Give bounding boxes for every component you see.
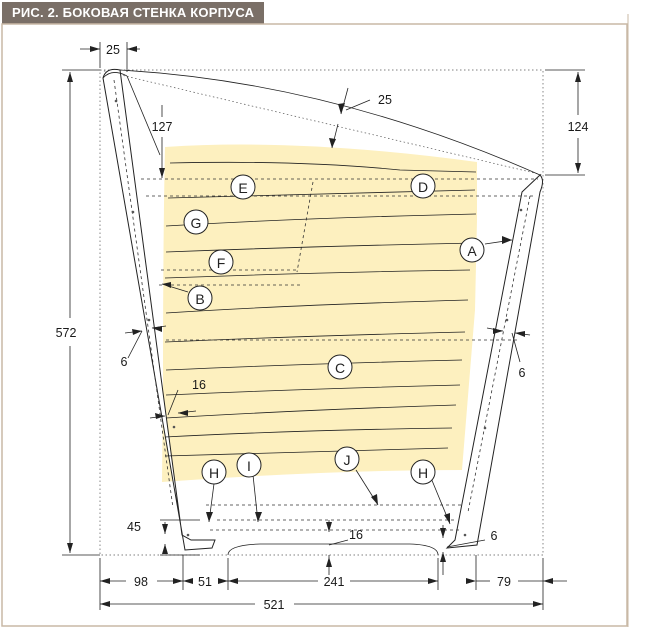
svg-text:J: J: [344, 452, 351, 468]
right-leg: [445, 174, 543, 549]
dim-right-drop: 124: [568, 120, 589, 134]
dim-bottom-height: 45: [127, 520, 141, 534]
dim-top-offset: 25: [106, 43, 120, 57]
dim-middle-span: 241: [324, 575, 345, 589]
svg-text:D: D: [418, 179, 428, 195]
dim-bottom-panel: 6: [491, 529, 498, 543]
dim-right-offset: 79: [497, 575, 511, 589]
svg-text:A: A: [467, 243, 477, 259]
left-leg-dash: [113, 79, 174, 509]
bounding-dots: [99, 69, 544, 556]
infill-area: [162, 144, 477, 482]
bottom-arc: [227, 543, 439, 556]
svg-text:G: G: [191, 215, 202, 231]
dim-edge-gap: 16: [192, 378, 206, 392]
dim-top-drop: 127: [152, 120, 173, 134]
svg-text:H: H: [418, 465, 428, 481]
callouts: A B C D E F G H I J H: [183, 173, 485, 485]
callout-F: F: [208, 249, 234, 275]
arm-inner: [126, 75, 161, 156]
svg-text:I: I: [247, 458, 251, 474]
dim-leg-left: 51: [198, 575, 212, 589]
top-arc: [119, 69, 541, 176]
callout-D: D: [410, 173, 436, 199]
callout-J: J: [334, 446, 360, 472]
left-leg: [102, 68, 216, 551]
top-arc-corner: [102, 72, 128, 79]
screw-holes: [114, 99, 523, 537]
svg-text:H: H: [209, 465, 219, 481]
svg-text:E: E: [238, 180, 247, 196]
callout-C: C: [327, 354, 353, 380]
callout-H-right: H: [410, 459, 436, 485]
callout-A: A: [459, 237, 485, 263]
arrowheads: [67, 46, 581, 607]
dim-arm-thickness: 25: [378, 93, 392, 107]
svg-text:B: B: [195, 291, 204, 307]
dim-total-width: 521: [264, 598, 285, 612]
figure-title: РИС. 2. БОКОВАЯ СТЕНКА КОРПУСА: [2, 2, 265, 24]
callout-B: B: [187, 285, 213, 311]
svg-text:F: F: [217, 255, 226, 271]
callout-E: E: [230, 174, 256, 200]
dim-left-offset: 98: [134, 575, 148, 589]
callout-H-left: H: [201, 459, 227, 485]
callout-I: I: [236, 452, 262, 478]
dim-panel-thickness-right: 6: [519, 366, 526, 380]
dim-panel-thickness-left: 6: [121, 355, 128, 369]
svg-text:C: C: [335, 360, 345, 376]
dim-bottom-gap: 16: [349, 528, 363, 542]
dim-total-height: 572: [56, 326, 77, 340]
callout-G: G: [183, 209, 209, 235]
